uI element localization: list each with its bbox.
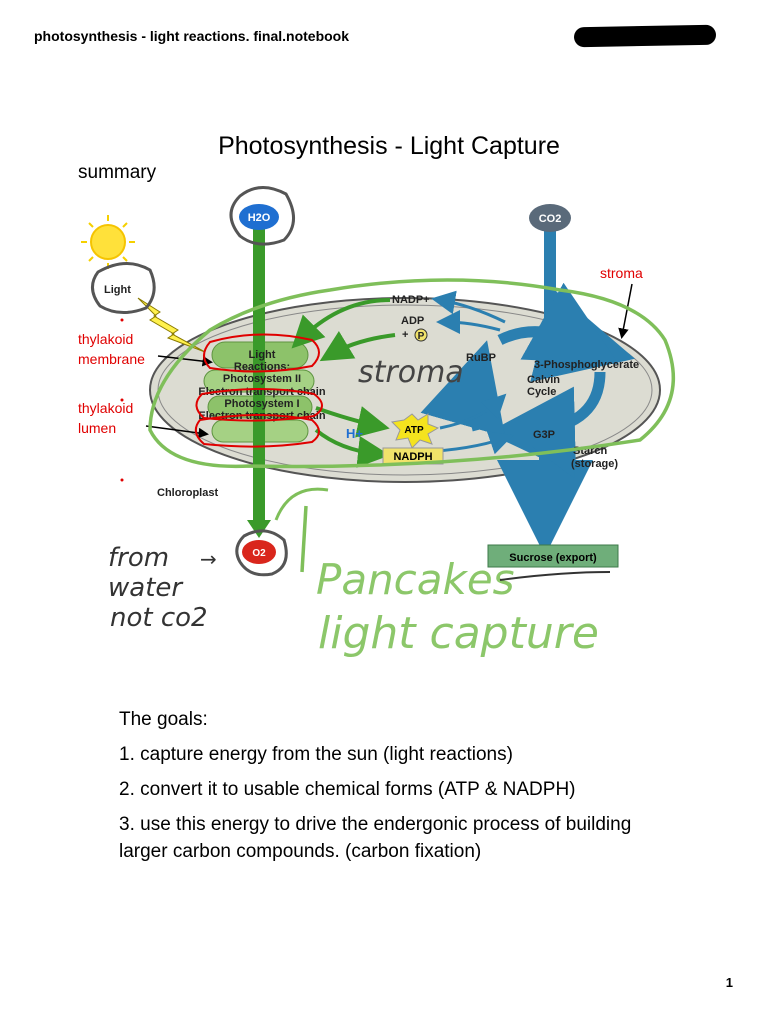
slide-title: Photosynthesis - Light Capture xyxy=(218,132,560,160)
photosystem-ii-label: Photosystem II xyxy=(223,373,301,385)
calvin-label-1: Calvin xyxy=(527,374,560,386)
g3p-label: G3P xyxy=(533,429,555,441)
atp-label: ATP xyxy=(404,425,424,436)
goals-heading: The goals: xyxy=(119,709,208,730)
nadp-label: NADP+ xyxy=(392,294,430,306)
handwriting-light-capture: light capture xyxy=(318,608,599,659)
etc-label-1: Electron transport chain xyxy=(198,386,325,398)
adp-label: ADP xyxy=(401,315,424,327)
nadph-label: NADPH xyxy=(393,451,432,463)
calvin-label-2: Cycle xyxy=(527,386,556,398)
photosystem-i-label: Photosystem I xyxy=(224,398,299,410)
green-ink-outline xyxy=(148,278,676,469)
handwriting-not-co2: not co2 xyxy=(110,603,208,633)
o2-label: O2 xyxy=(252,548,266,559)
chloroplast-label: Chloroplast xyxy=(157,487,218,499)
gray-ink-circles xyxy=(91,186,295,577)
co2-label: CO2 xyxy=(539,213,562,225)
handwriting-water: water xyxy=(108,573,184,603)
stroma-annotation: stroma xyxy=(600,265,643,281)
sucrose-label: Sucrose (export) xyxy=(509,552,597,564)
sun-icon xyxy=(81,215,135,269)
flow-arrows xyxy=(291,298,396,468)
goals-section: The goals: 1. capture energy from the su… xyxy=(119,706,679,873)
atp-starburst xyxy=(390,413,440,449)
sucrose-box xyxy=(487,544,619,568)
water-arrow xyxy=(253,228,265,528)
goal-item-2: 2. convert it to usable chemical forms (… xyxy=(119,779,576,800)
h2o-label: H2O xyxy=(248,212,271,224)
starch-label-2: (storage) xyxy=(571,458,618,470)
h-plus-label: H+ xyxy=(346,426,363,441)
thylakoid-membrane-annotation-2: membrane xyxy=(78,351,145,367)
h2o-bubble xyxy=(239,204,279,230)
goal-item-1: 1. capture energy from the sun (light re… xyxy=(119,744,513,765)
rubp-label: RuBP xyxy=(466,352,496,364)
thylakoid-lumen-annotation-2: lumen xyxy=(78,420,116,436)
phosphate-circle xyxy=(414,328,428,342)
co2-bubble xyxy=(529,204,571,232)
green-ink-stroke xyxy=(300,505,308,573)
red-dots xyxy=(120,318,124,482)
handwriting-stroma: stroma xyxy=(358,355,464,390)
pancakes-underline xyxy=(499,571,611,581)
co2-arrow xyxy=(544,228,556,318)
water-arrowhead xyxy=(247,520,271,538)
light-label: Light xyxy=(104,284,131,296)
green-ink-hook xyxy=(274,487,329,521)
handwriting-pancakes: Pancakes xyxy=(316,555,515,604)
thylakoid-lumen-annotation-1: thylakoid xyxy=(78,400,133,416)
light-reactions-line1: Light xyxy=(249,349,276,361)
notebook-title: photosynthesis - light reactions. final.… xyxy=(34,28,350,44)
red-thylakoid-circles xyxy=(194,333,323,448)
handwriting-from: from xyxy=(108,543,169,573)
page-number: 1 xyxy=(725,975,733,990)
handwriting-arrow: → xyxy=(200,547,217,571)
summary-label: summary xyxy=(78,162,157,183)
thylakoid-membrane-annotation-1: thylakoid xyxy=(78,331,133,347)
goal-item-3: 3. use this energy to drive the endergon… xyxy=(119,814,632,862)
photosynthesis-diagram: H2O O2 CO2 ATP NADPH Sucrose (export) Li… xyxy=(78,186,676,659)
phosphoglycerate-label: 3-Phosphoglycerate xyxy=(534,359,639,371)
phosphate-label: P xyxy=(418,331,425,342)
o2-bubble xyxy=(242,540,276,564)
adp-plus-label: + xyxy=(402,329,408,341)
